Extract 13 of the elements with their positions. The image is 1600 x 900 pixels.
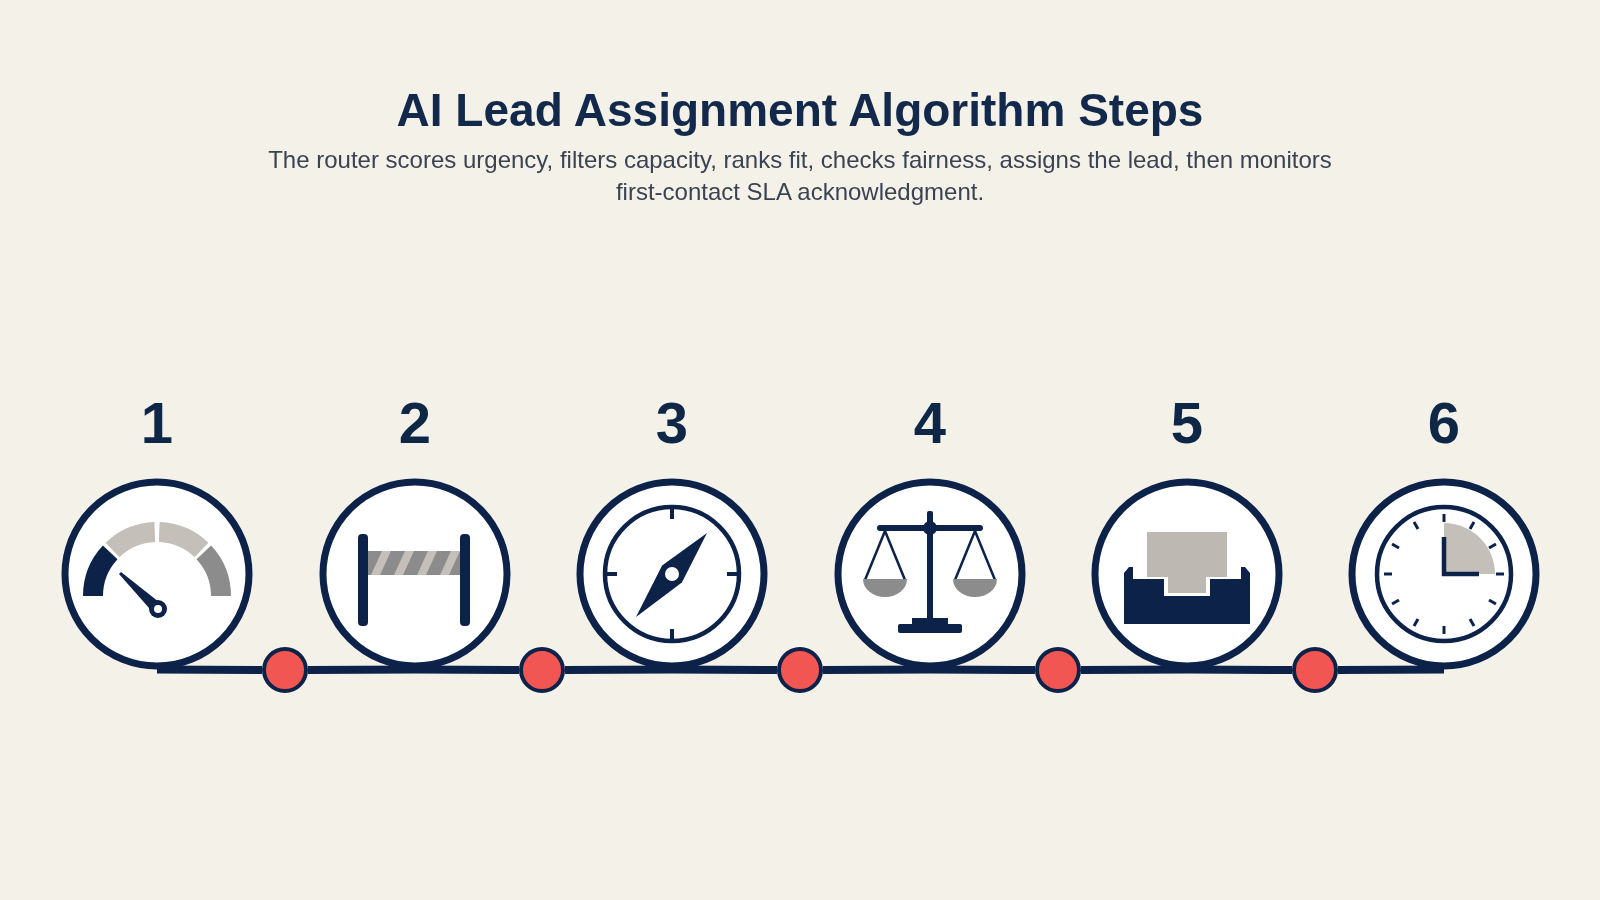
- step-number: 3: [655, 393, 689, 453]
- step-number: 6: [1427, 393, 1461, 453]
- timeline-dot: [519, 647, 565, 693]
- step-number: 1: [140, 393, 174, 453]
- title: AI Lead Assignment Algorithm Steps: [396, 83, 1204, 138]
- step-number: 2: [398, 393, 432, 453]
- timeline-dot: [777, 647, 823, 693]
- subtitle: The router scores urgency, filters capacity, ranks fit, checks fairness, assigns the lead, then monitors first-contact SLA acknowledgment.: [267, 145, 1333, 207]
- step-number: 4: [913, 393, 947, 453]
- timeline-dot: [1292, 647, 1338, 693]
- timeline-dot: [262, 647, 308, 693]
- step-number: 5: [1170, 393, 1204, 453]
- timeline-dot: [1035, 647, 1081, 693]
